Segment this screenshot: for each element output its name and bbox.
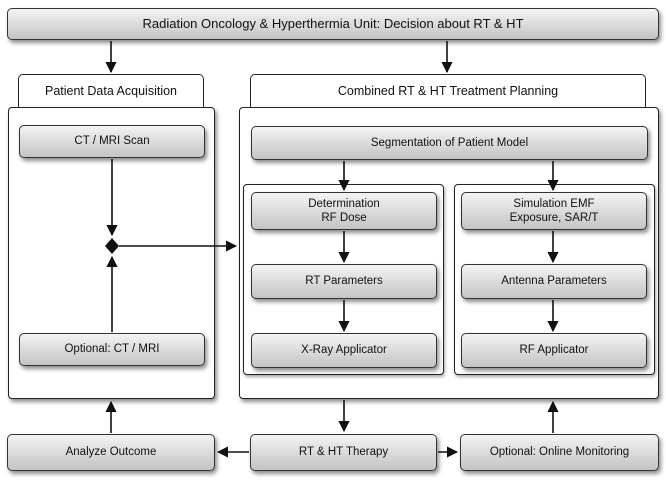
treatment-planning-header: Combined RT & HT Treatment Planning (250, 74, 646, 107)
analyze-outcome-box: Analyze Outcome (7, 434, 215, 471)
determination-rf-dose-box: Determination RF Dose (251, 192, 437, 230)
xray-applicator-box: X-Ray Applicator (251, 333, 437, 368)
optional-ct-mri-box: Optional: CT / MRI (19, 333, 205, 366)
patient-data-acquisition-header: Patient Data Acquisition (18, 74, 204, 107)
simulation-emf-box: Simulation EMF Exposure, SAR/T (461, 192, 647, 230)
antenna-parameters-box: Antenna Parameters (461, 264, 647, 299)
online-monitoring-box: Optional: Online Monitoring (460, 434, 659, 471)
rt-ht-therapy-box: RT & HT Therapy (250, 434, 437, 471)
decision-banner: Radiation Oncology & Hyperthermia Unit: … (7, 8, 659, 40)
rt-parameters-box: RT Parameters (251, 264, 437, 299)
segmentation-box: Segmentation of Patient Model (251, 126, 648, 160)
ct-mri-scan-box: CT / MRI Scan (19, 125, 205, 158)
rf-applicator-box: RF Applicator (461, 333, 647, 368)
